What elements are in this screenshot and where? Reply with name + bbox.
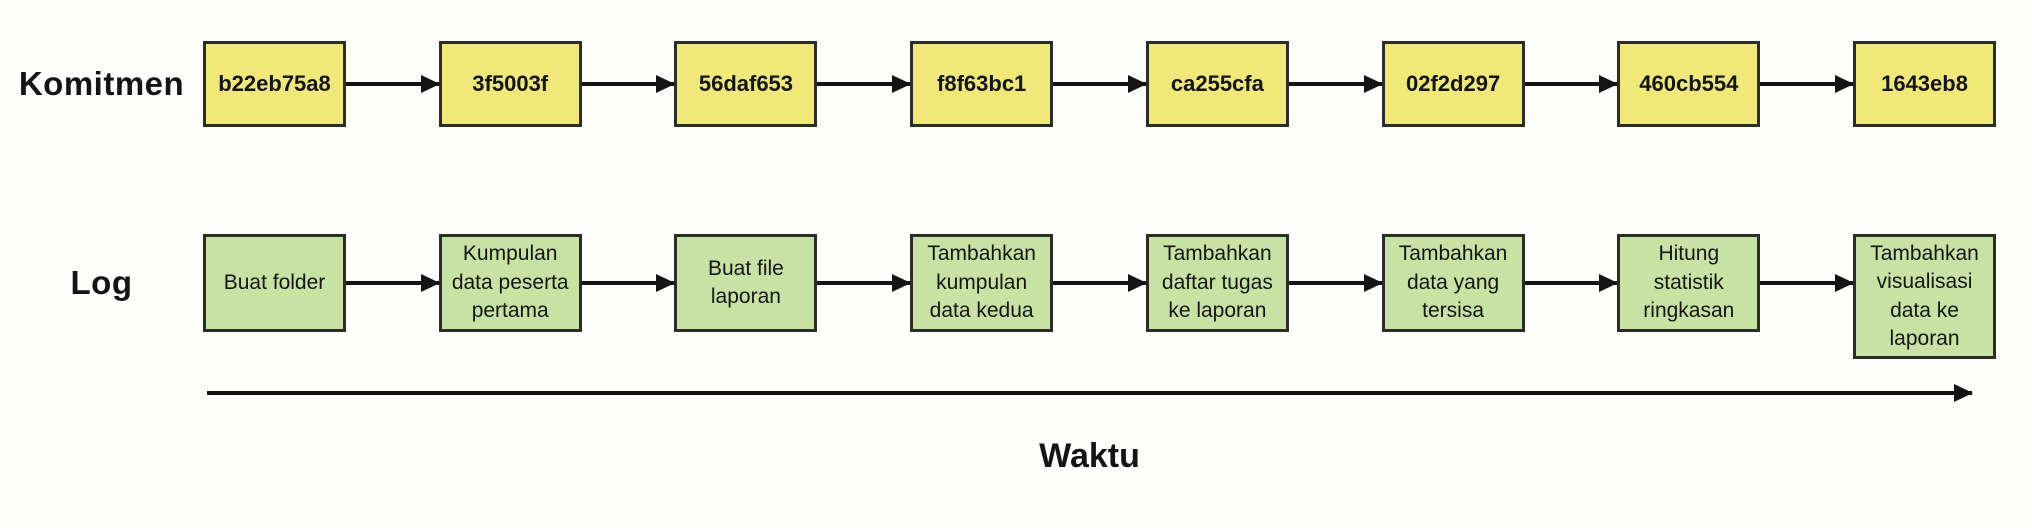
- log-message: Buat file laporan: [707, 256, 784, 308]
- log-node-7: Hitung statistik ringkasan: [1617, 234, 1761, 332]
- log-node-3: Buat file laporan: [674, 234, 818, 332]
- commit-node-2: 3f5003f: [438, 41, 582, 127]
- arrow-right-icon: [346, 281, 439, 285]
- log-node-6: Tambahkan data yang tersisa: [1381, 234, 1525, 332]
- log-message: Tambahkan daftar tugas ke laporan: [1161, 242, 1273, 323]
- log-node-5: Tambahkan daftar tugas ke laporan: [1145, 234, 1289, 332]
- log-message: Tambahkan data yang tersisa: [1398, 242, 1508, 323]
- commit-node-1: b22eb75a8: [203, 41, 346, 127]
- log-message: Hitung statistik ringkasan: [1643, 242, 1735, 323]
- log-message: Buat folder: [223, 270, 326, 294]
- log-message: Tambahkan visualisasi data ke laporan: [1870, 242, 1979, 351]
- arrow-right-icon: [817, 82, 911, 86]
- arrow-right-icon: [1053, 281, 1146, 285]
- arrow-right-icon: [1053, 82, 1146, 86]
- commit-node-6: 02f2d297: [1381, 41, 1525, 127]
- log-row: Log Buat folder Kumpulan data peserta pe…: [0, 234, 2032, 360]
- arrow-right-icon: [346, 82, 439, 86]
- time-axis-arrow-icon: [207, 391, 1972, 395]
- commit-hash: b22eb75a8: [218, 71, 331, 96]
- commit-node-5: ca255cfa: [1145, 41, 1289, 127]
- arrow-right-icon: [581, 281, 675, 285]
- commit-hash: 460cb554: [1639, 71, 1739, 96]
- commit-hash: 02f2d297: [1406, 71, 1501, 96]
- commit-node-7: 460cb554: [1617, 41, 1761, 127]
- log-message: Kumpulan data peserta pertama: [451, 242, 569, 323]
- log-node-4: Tambahkan kumpulan data kedua: [910, 234, 1054, 332]
- arrow-right-icon: [1288, 82, 1382, 86]
- arrow-right-icon: [1288, 281, 1382, 285]
- commits-row: Komitmen b22eb75a8 3f5003f 56daf653 f8f6…: [0, 41, 2032, 127]
- arrow-right-icon: [1524, 82, 1618, 86]
- commit-hash: 1643eb8: [1881, 71, 1968, 96]
- arrow-right-icon: [1760, 281, 1854, 285]
- log-node-2: Kumpulan data peserta pertama: [438, 234, 582, 332]
- log-node-8: Tambahkan visualisasi data ke laporan: [1853, 234, 1997, 360]
- commit-node-8: 1643eb8: [1853, 41, 1997, 127]
- commit-hash: ca255cfa: [1170, 71, 1264, 96]
- commit-hash: 56daf653: [698, 71, 794, 96]
- commit-node-4: f8f63bc1: [910, 41, 1054, 127]
- commit-node-3: 56daf653: [674, 41, 818, 127]
- log-row-label: Log: [70, 264, 133, 301]
- time-axis-label: Waktu: [1039, 437, 1140, 475]
- log-node-1: Buat folder: [203, 234, 346, 332]
- commits-row-label: Komitmen: [18, 65, 185, 102]
- commit-hash: 3f5003f: [472, 71, 549, 96]
- commit-hash: f8f63bc1: [937, 71, 1027, 96]
- arrow-right-icon: [1524, 281, 1618, 285]
- arrow-right-icon: [581, 82, 675, 86]
- arrow-right-icon: [1760, 82, 1854, 86]
- log-message: Tambahkan kumpulan data kedua: [927, 242, 1036, 323]
- arrow-right-icon: [817, 281, 911, 285]
